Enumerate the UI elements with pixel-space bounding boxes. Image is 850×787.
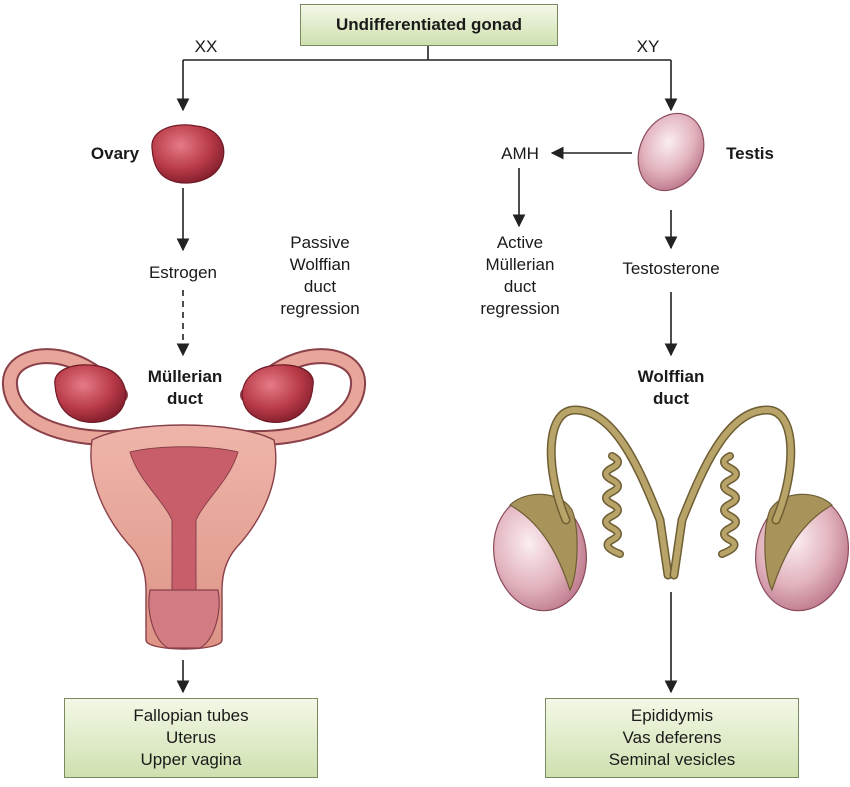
passive-regression-note: Passive Wolffian duct regression xyxy=(260,232,380,320)
estrogen-label: Estrogen xyxy=(148,263,218,282)
note-line: Active xyxy=(496,233,544,252)
undifferentiated-gonad-box: Undifferentiated gonad xyxy=(300,4,558,46)
wolffian-illustration xyxy=(492,405,850,612)
note-line: Passive xyxy=(290,233,350,252)
testis-illustration xyxy=(637,112,705,192)
outcome-item: Epididymis xyxy=(630,706,714,725)
right-arrows xyxy=(512,146,678,694)
testis-label: Testis xyxy=(726,144,774,163)
outcome-item: Upper vagina xyxy=(140,750,242,769)
note-line: regression xyxy=(280,299,360,318)
duct-line: Wolffian xyxy=(637,367,705,386)
ovary-label: Ovary xyxy=(90,144,140,163)
wolffian-duct-label: Wolffian duct xyxy=(621,366,721,410)
outcome-item: Fallopian tubes xyxy=(133,706,249,725)
xx-label: XX xyxy=(194,37,218,56)
xy-label: XY xyxy=(636,37,660,56)
duct-line: duct xyxy=(653,389,689,408)
duct-line: Müllerian xyxy=(147,367,223,386)
note-line: Müllerian xyxy=(485,255,555,274)
male-outcomes-box: Epididymis Vas deferens Seminal vesicles xyxy=(545,698,799,778)
female-outcomes-box: Fallopian tubes Uterus Upper vagina xyxy=(64,698,318,778)
note-line: Wolffian xyxy=(289,255,351,274)
mullerian-duct-label: Müllerian duct xyxy=(135,366,235,410)
outcome-item: Uterus xyxy=(165,728,217,747)
uterus-ovaries xyxy=(54,364,314,423)
outcome-item: Seminal vesicles xyxy=(608,750,736,769)
top-branch-lines xyxy=(176,46,678,112)
duct-line: duct xyxy=(167,389,203,408)
outcome-item: Vas deferens xyxy=(622,728,722,747)
ovary-illustration xyxy=(151,124,225,184)
note-line: duct xyxy=(303,277,337,296)
amh-label: AMH xyxy=(501,144,539,163)
active-regression-note: Active Müllerian duct regression xyxy=(460,232,580,320)
undifferentiated-gonad-label: Undifferentiated gonad xyxy=(335,15,523,34)
note-line: duct xyxy=(503,277,537,296)
note-line: regression xyxy=(480,299,560,318)
testosterone-label: Testosterone xyxy=(622,259,720,278)
